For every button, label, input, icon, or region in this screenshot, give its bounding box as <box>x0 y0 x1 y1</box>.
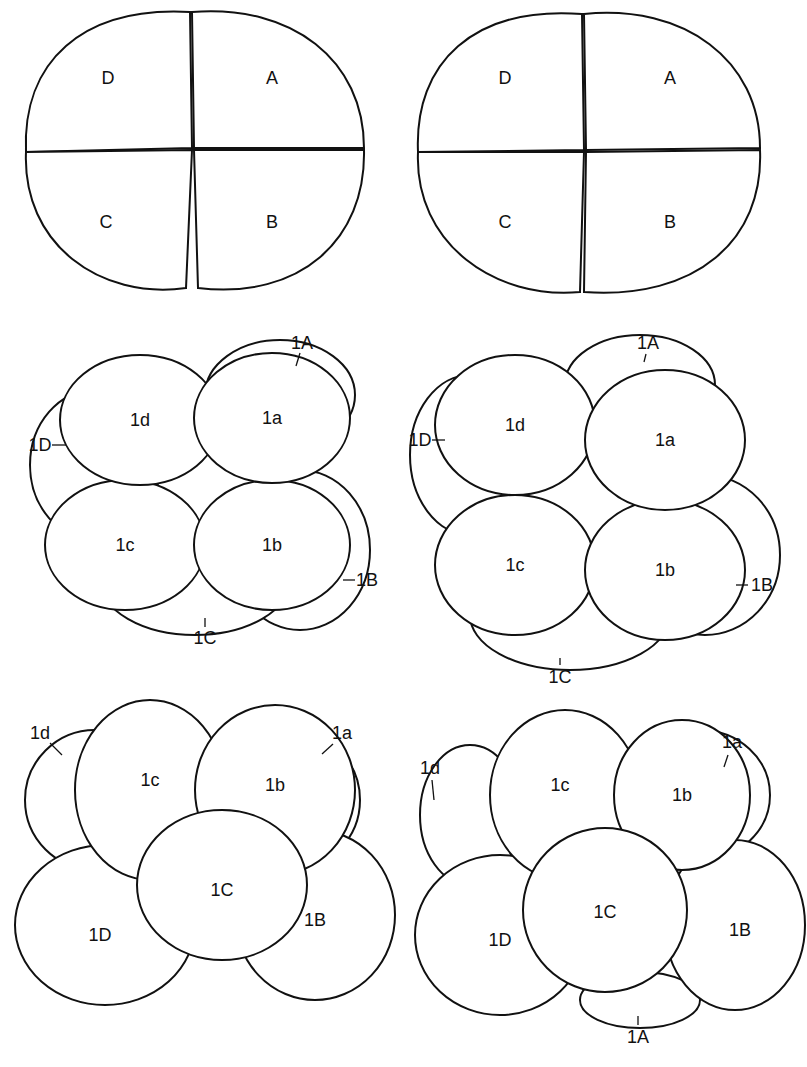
cell-label: 1d <box>505 416 525 434</box>
cell-label: 1D <box>88 926 111 944</box>
cell-label: 1b <box>672 786 692 804</box>
cell-label: 1B <box>751 576 773 594</box>
cell-label: 1B <box>729 921 751 939</box>
cell-label: 1c <box>140 771 159 789</box>
cell-label: 1c <box>115 536 134 554</box>
cell-label: 1a <box>655 431 675 449</box>
cell-label: D <box>102 69 115 87</box>
cell-label: 1D <box>408 431 431 449</box>
cell-label: 1d <box>420 759 440 777</box>
cell-label: A <box>266 69 278 87</box>
cell-label: 1b <box>265 776 285 794</box>
four-cell-embryo <box>418 13 760 293</box>
cell-label: 1A <box>627 1028 649 1046</box>
eight-cell-embryo <box>30 340 370 635</box>
cell-label: 1a <box>332 724 352 742</box>
cell-label: 1D <box>488 931 511 949</box>
four-cell-embryo <box>26 11 364 289</box>
cell-label: 1b <box>655 561 675 579</box>
cell-label: 1a <box>262 409 282 427</box>
cell-label: 1C <box>193 629 216 647</box>
cell-label: C <box>100 213 113 231</box>
cell-label: 1D <box>28 436 51 454</box>
eight-cell-embryo <box>15 700 395 1005</box>
cell-label: D <box>499 69 512 87</box>
eight-cell-embryo <box>415 710 805 1028</box>
cell-label: 1c <box>550 776 569 794</box>
cell-label: 1c <box>505 556 524 574</box>
cell-label: 1A <box>291 334 313 352</box>
cell-label: C <box>499 213 512 231</box>
cell-label: 1d <box>130 411 150 429</box>
eight-cell-embryo <box>410 335 780 670</box>
cell-label: 1A <box>637 334 659 352</box>
cell-label: B <box>266 213 278 231</box>
cell-label: 1C <box>210 881 233 899</box>
cell-label: 1B <box>356 571 378 589</box>
cell-label: 1d <box>30 724 50 742</box>
cell-label: 1a <box>722 733 742 751</box>
cell-label: B <box>664 213 676 231</box>
cell-label: 1B <box>304 911 326 929</box>
cell-label: 1b <box>262 536 282 554</box>
cell-label: 1C <box>548 668 571 686</box>
cell-label: A <box>664 69 676 87</box>
cell-label: 1C <box>593 903 616 921</box>
